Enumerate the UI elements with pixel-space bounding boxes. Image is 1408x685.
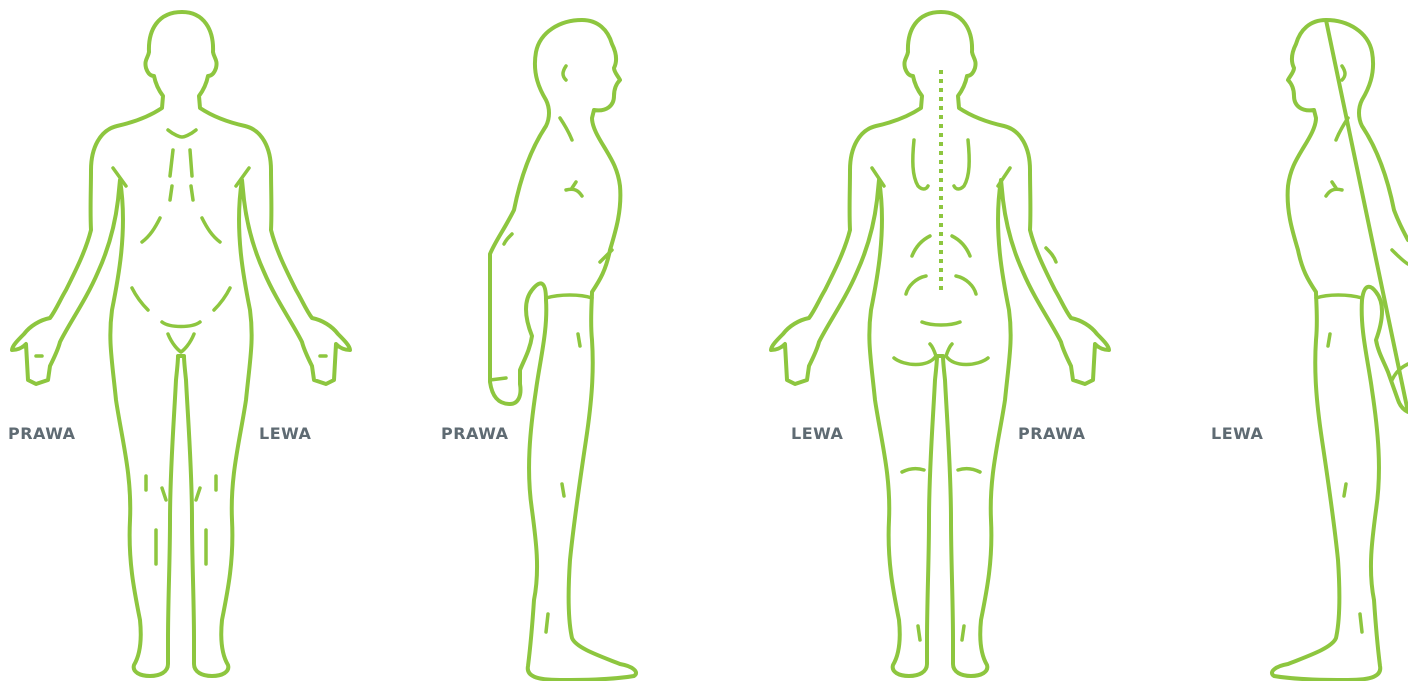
side-right-label: PRAWA — [441, 424, 509, 444]
front-right-side-label: PRAWA — [8, 424, 76, 444]
back-body-figure[interactable] — [771, 12, 1109, 676]
front-body-figure[interactable] — [12, 12, 350, 676]
back-left-side-label: LEWA — [791, 424, 843, 444]
back-right-side-label: PRAWA — [1018, 424, 1086, 444]
side-left-body-figure[interactable] — [1272, 20, 1408, 680]
side-right-body-figure[interactable] — [490, 20, 636, 680]
front-left-side-label: LEWA — [259, 424, 311, 444]
side-left-label: LEWA — [1211, 424, 1263, 444]
